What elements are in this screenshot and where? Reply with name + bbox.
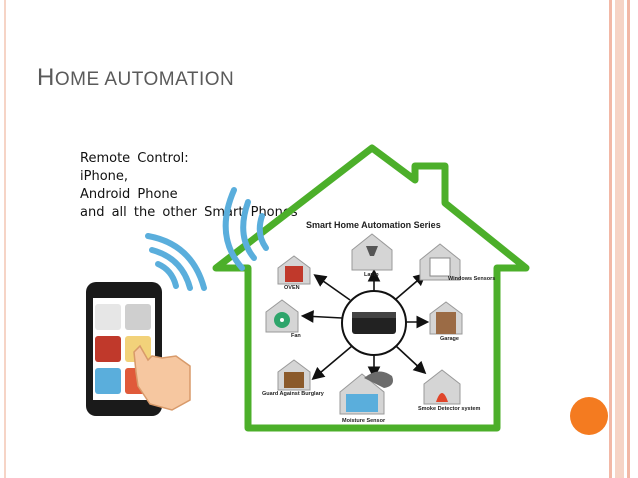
guard-burglary-label: Guard Against Burglary [262,391,325,397]
fan-icon [266,300,298,332]
diagram-title: Smart Home Automation Series [306,220,441,230]
phone-signal-icon [148,236,204,288]
arrow-fan [304,316,342,318]
house-signal-icon [226,190,266,268]
phone-window-icon [125,304,151,330]
arrow-oven [316,276,350,300]
smoke-detector-icon [424,370,460,404]
windows-sensor-label: Windows Sensors [448,276,495,282]
smoke-detector-label: Smoke Detector system [418,406,480,412]
phone-lamp-icon [95,304,121,330]
oven-label: OVEN [284,285,300,291]
arrow-guard [314,346,352,378]
fan-label: Fan [291,333,301,339]
windows-sensor-icon [420,244,460,280]
oven-icon [278,256,310,284]
phone-moisture-icon [95,368,121,394]
guard-burglary-icon [278,360,310,390]
garage-label: Garage [440,336,459,342]
moisture-sensor-icon [340,371,393,414]
phone-oven-icon [95,336,121,362]
slide-accent-dot [570,397,608,435]
lamp-label: Lamp [364,272,379,278]
garage-icon [430,302,462,334]
arrow-smoke [396,346,424,372]
moisture-sensor-label: Moisture Sensor [342,418,386,424]
lamp-icon [352,234,392,270]
